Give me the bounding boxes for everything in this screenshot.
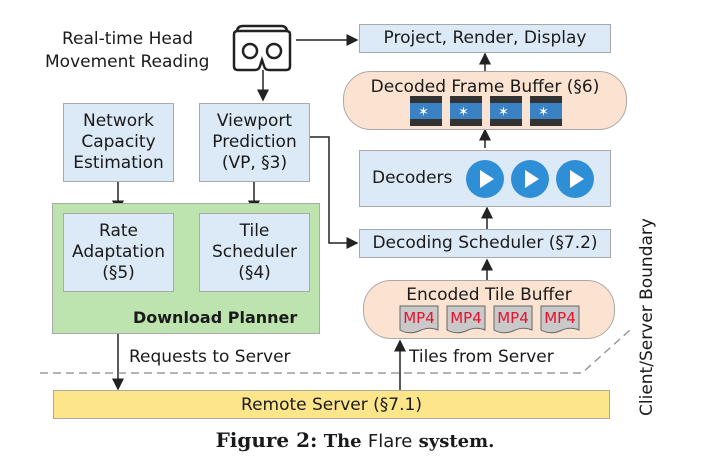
head-movement-label-line1: Real-time Head: [62, 29, 194, 49]
encoded-tile-buffer-label: Encoded Tile Buffer: [406, 285, 572, 305]
caption-system-name: Flare: [367, 431, 413, 452]
tile-scheduler-line1: Tile: [239, 221, 270, 241]
mp4-label: MP4: [544, 309, 576, 327]
tile-scheduler-box: Tile Scheduler (§4): [199, 213, 310, 292]
svg-text:✶: ✶: [538, 105, 549, 120]
network-capacity-line2: Capacity: [81, 132, 156, 152]
mp4-doc-icon: [399, 305, 439, 334]
film-frame-icon: ✶: [450, 96, 482, 126]
svg-text:✶: ✶: [418, 105, 429, 120]
film-frame-icon: ✶: [530, 96, 562, 126]
caption-prefix: Figure 2:: [215, 428, 318, 452]
mp4-label: MP4: [497, 309, 529, 327]
mp4-tile: MP4: [493, 305, 533, 335]
client-server-boundary-label: Client/Server Boundary: [637, 218, 657, 416]
svg-text:✶: ✶: [498, 105, 509, 120]
network-capacity-box: Network Capacity Estimation: [63, 103, 174, 182]
mp4-label: MP4: [403, 309, 435, 327]
decoded-frame-buffer: [343, 71, 627, 130]
mp4-doc-icon: [493, 305, 533, 334]
tile-scheduler-line3: (§4): [238, 263, 271, 283]
tile-scheduler-line2: Scheduler: [211, 242, 298, 262]
decoder-play-icon: [511, 160, 549, 198]
caption-part1: The: [317, 431, 368, 452]
requests-to-server-label: Requests to Server: [129, 347, 291, 367]
mp4-tile: MP4: [446, 305, 486, 335]
decoding-scheduler-box: Decoding Scheduler (§7.2): [359, 229, 611, 258]
rate-adaptation-line3: (§5): [102, 263, 135, 283]
project-render-display-box: Project, Render, Display: [359, 24, 611, 53]
mp4-tile: MP4: [540, 305, 580, 335]
film-frame-icon: ✶: [410, 96, 442, 126]
head-movement-label-line2: Movement Reading: [45, 52, 210, 72]
decoder-play-icon: [466, 160, 504, 198]
network-capacity-line3: Estimation: [73, 153, 164, 173]
viewport-prediction-line1: Viewport: [216, 111, 293, 131]
viewport-prediction-line3: (VP, §3): [221, 153, 288, 173]
rate-adaptation-box: Rate Adaptation (§5): [63, 213, 174, 292]
download-planner-label: Download Planner: [133, 308, 298, 327]
mp4-doc-icon: [540, 305, 580, 334]
viewport-prediction-line2: Prediction: [212, 132, 297, 152]
remote-server-box: Remote Server (§7.1): [53, 390, 610, 419]
mp4-label: MP4: [450, 309, 482, 327]
decoder-play-icon: [556, 160, 594, 198]
rate-adaptation-line2: Adaptation: [72, 242, 165, 262]
film-frame-icon: ✶: [490, 96, 522, 126]
network-capacity-line1: Network: [83, 111, 154, 131]
remote-server-label: Remote Server (§7.1): [241, 394, 422, 415]
mp4-doc-icon: [446, 305, 486, 334]
rate-adaptation-line1: Rate: [99, 221, 138, 241]
caption-part2: system.: [412, 431, 495, 452]
arrow-vp-to-decoding-scheduler: [309, 136, 359, 249]
decoded-frame-buffer-label: Decoded Frame Buffer (§6): [370, 77, 600, 97]
viewport-prediction-box: Viewport Prediction (VP, §3): [199, 103, 310, 182]
decoders-label: Decoders: [372, 168, 453, 188]
vr-headset-icon: [232, 24, 292, 72]
tiles-from-server-label: Tiles from Server: [409, 347, 554, 367]
decoding-scheduler-label: Decoding Scheduler (§7.2): [372, 233, 598, 253]
mp4-tile: MP4: [399, 305, 439, 335]
project-render-display-label: Project, Render, Display: [383, 28, 587, 48]
figure-caption: Figure 2: The Flare system.: [0, 428, 710, 452]
decoded-frames-group: ✶ ✶ ✶ ✶: [410, 96, 562, 126]
svg-text:✶: ✶: [458, 105, 469, 120]
